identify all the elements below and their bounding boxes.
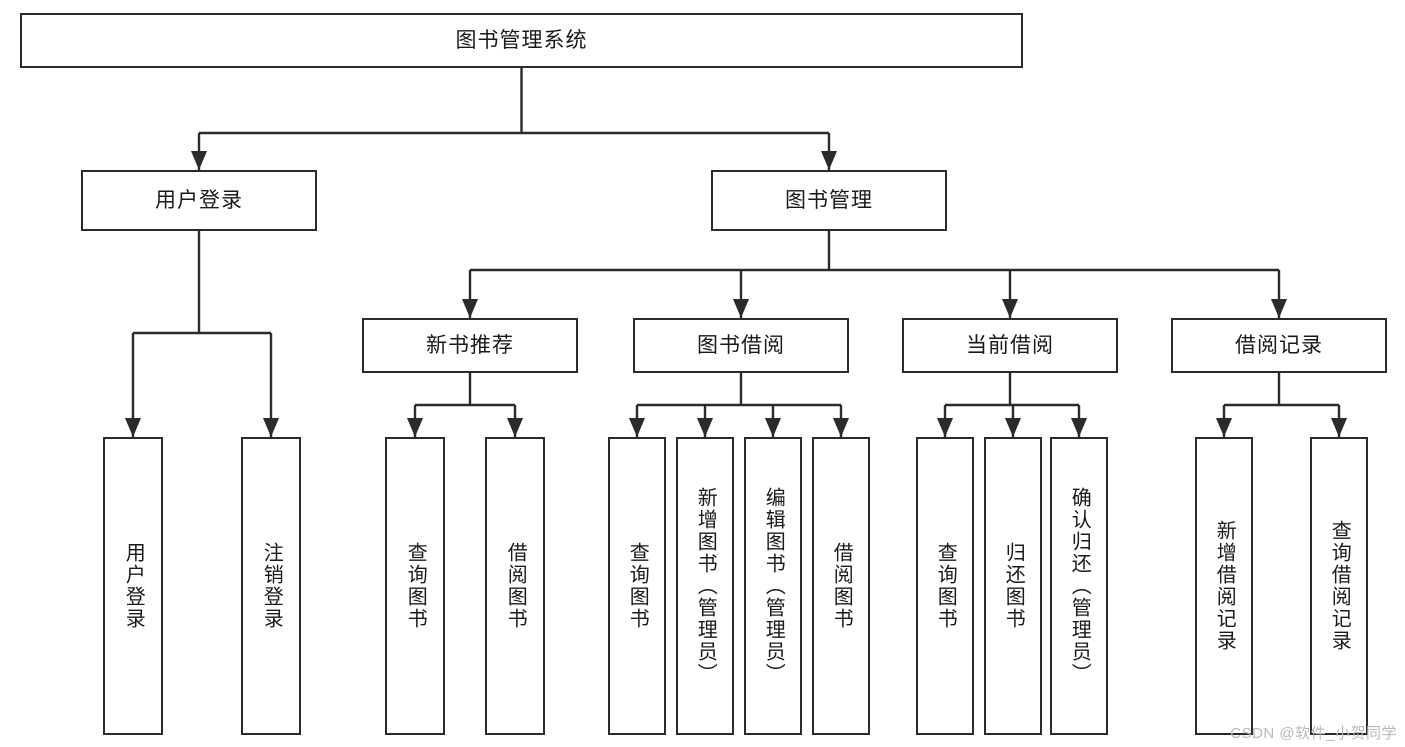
arrowhead-icon (629, 418, 645, 437)
node-newbook[interactable]: 新书推荐 (362, 318, 578, 373)
arrowhead-icon (1071, 418, 1087, 437)
node-label: 当前借阅 (966, 333, 1054, 357)
node-leaf-bor-3[interactable]: 编辑图书（管理员） (744, 437, 802, 735)
node-label: 图书管理系统 (455, 28, 588, 52)
node-label: 新增借阅记录 (1213, 520, 1236, 652)
node-leaf-bor-2[interactable]: 新增图书（管理员） (676, 437, 734, 735)
node-label: 确认归还（管理员） (1068, 487, 1091, 685)
node-leaf-new-2[interactable]: 借阅图书 (485, 437, 545, 735)
node-label: 图书借阅 (697, 333, 785, 357)
node-bookmgmt[interactable]: 图书管理 (711, 170, 947, 231)
arrowhead-icon (937, 418, 953, 437)
node-label: 查询图书 (404, 542, 427, 630)
node-label: 查询借阅记录 (1328, 520, 1351, 652)
node-label: 归还图书 (1002, 542, 1025, 630)
node-leaf-new-1[interactable]: 查询图书 (385, 437, 445, 735)
arrowhead-icon (263, 418, 279, 437)
node-leaf-bor-1[interactable]: 查询图书 (608, 437, 666, 735)
node-label: 用户登录 (155, 188, 243, 212)
arrowhead-icon (1271, 299, 1287, 318)
node-leaf-rec-2[interactable]: 查询借阅记录 (1310, 437, 1368, 735)
arrowhead-icon (1002, 299, 1018, 318)
node-label: 借阅图书 (504, 542, 527, 630)
node-label: 借阅记录 (1235, 333, 1323, 357)
node-leaf-cur-2[interactable]: 归还图书 (984, 437, 1042, 735)
arrowhead-icon (407, 418, 423, 437)
node-label: 图书管理 (785, 188, 873, 212)
arrowhead-icon (507, 418, 523, 437)
node-leaf-rec-1[interactable]: 新增借阅记录 (1195, 437, 1253, 735)
node-label: 查询图书 (934, 542, 957, 630)
node-current[interactable]: 当前借阅 (902, 318, 1118, 373)
node-borrow[interactable]: 图书借阅 (633, 318, 849, 373)
arrowhead-icon (697, 418, 713, 437)
node-label: 新书推荐 (426, 333, 514, 357)
node-label: 注销登录 (260, 542, 283, 630)
node-leaf-cur-1[interactable]: 查询图书 (916, 437, 974, 735)
node-label: 查询图书 (626, 542, 649, 630)
node-label: 新增图书（管理员） (694, 487, 717, 685)
node-leaf-login-2[interactable]: 注销登录 (241, 437, 301, 735)
arrowhead-icon (1331, 418, 1347, 437)
node-label: 编辑图书（管理员） (762, 487, 785, 685)
arrowhead-icon (191, 151, 207, 170)
watermark-label: CSDN @软件_小贺同学 (1230, 725, 1397, 742)
arrowhead-icon (833, 418, 849, 437)
node-label: 用户登录 (122, 542, 145, 630)
arrowhead-icon (1216, 418, 1232, 437)
node-root[interactable]: 图书管理系统 (20, 13, 1023, 68)
node-label: 借阅图书 (830, 542, 853, 630)
arrowhead-icon (765, 418, 781, 437)
node-leaf-cur-3[interactable]: 确认归还（管理员） (1050, 437, 1108, 735)
arrowhead-icon (1005, 418, 1021, 437)
node-records[interactable]: 借阅记录 (1171, 318, 1387, 373)
arrowhead-icon (821, 151, 837, 170)
arrowhead-icon (125, 418, 141, 437)
node-login[interactable]: 用户登录 (81, 170, 317, 231)
arrowhead-icon (462, 299, 478, 318)
arrowhead-icon (733, 299, 749, 318)
node-leaf-login-1[interactable]: 用户登录 (103, 437, 163, 735)
node-leaf-bor-4[interactable]: 借阅图书 (812, 437, 870, 735)
